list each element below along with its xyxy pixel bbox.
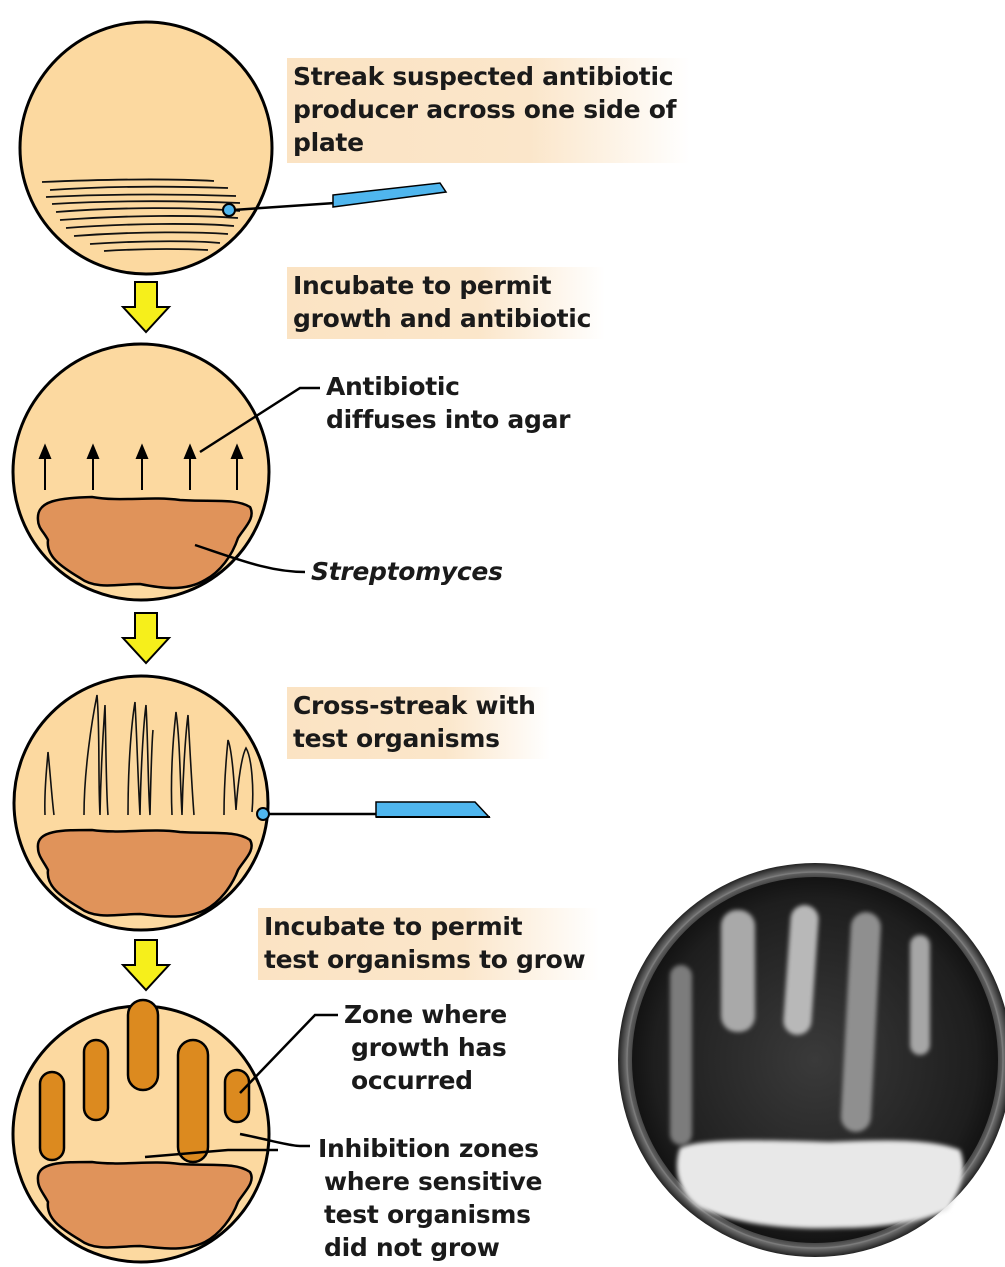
step4-label-line2: test organisms to grow (264, 943, 585, 976)
down-arrow-1 (123, 282, 169, 332)
step3-label-line2: test organisms (293, 722, 536, 755)
step2-label-line2: growth and antibiotic (293, 302, 591, 335)
step1-label-line3: plate (293, 126, 676, 159)
callout-diffuses-line2: diffuses into agar (326, 403, 570, 436)
petri-plate-1 (20, 22, 272, 274)
step3-label: Cross-streak with test organisms (287, 687, 550, 759)
plate-step4 (13, 1000, 338, 1262)
step3-label-line1: Cross-streak with (293, 689, 536, 722)
plate-step2 (13, 344, 320, 600)
step2-label-line1: Incubate to permit (293, 269, 591, 302)
inoculating-loop-2 (257, 802, 490, 820)
callout-inhibition: Inhibition zones where sensitive test or… (318, 1132, 542, 1264)
callout-growth-line3: occurred (344, 1064, 507, 1097)
photo-plate (618, 863, 1005, 1257)
step4-label-line1: Incubate to permit (264, 910, 585, 943)
step2-label: Incubate to permit growth and antibiotic (287, 267, 605, 339)
step1-label: Streak suspected antibiotic producer acr… (287, 58, 690, 163)
callout-diffuses-line1: Antibiotic (326, 370, 570, 403)
callout-inhibition-line1: Inhibition zones (318, 1132, 542, 1165)
callout-inhibition-line4: did not grow (318, 1231, 542, 1264)
step1-label-line1: Streak suspected antibiotic (293, 60, 676, 93)
callout-diffuses: Antibiotic diffuses into agar (326, 370, 570, 436)
down-arrow-3 (123, 940, 169, 990)
callout-inhibition-line2: where sensitive (318, 1165, 542, 1198)
step4-label: Incubate to permit test organisms to gro… (258, 908, 599, 980)
step1-label-line2: producer across one side of (293, 93, 676, 126)
callout-growth-zone: Zone where growth has occurred (344, 998, 507, 1097)
down-arrow-2 (123, 613, 169, 663)
photo-streptomyces-growth (677, 1140, 963, 1228)
callout-inhibition-line3: test organisms (318, 1198, 542, 1231)
callout-growth-line2: growth has (344, 1031, 507, 1064)
callout-growth-line1: Zone where (344, 998, 507, 1031)
callout-streptomyces: Streptomyces (311, 555, 503, 588)
